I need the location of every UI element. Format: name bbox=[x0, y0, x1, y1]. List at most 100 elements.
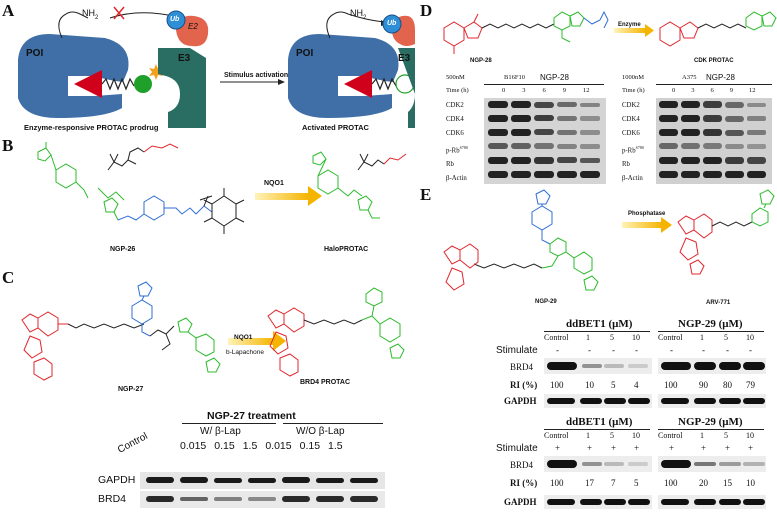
e2-dose-control-b: Control bbox=[658, 431, 683, 440]
e1-stim-4: - bbox=[635, 345, 638, 355]
warhead-triangle-left bbox=[74, 70, 102, 98]
dose-c-3: 1.5 bbox=[242, 440, 258, 452]
panel-e-structures bbox=[443, 189, 775, 291]
e1-dose-10-b: 10 bbox=[746, 333, 754, 342]
e1-stim-7: - bbox=[726, 345, 729, 355]
e1-ri-3: 5 bbox=[611, 380, 616, 390]
e1-ri-7: 80 bbox=[723, 380, 732, 390]
e-table-2: ddBET1 (μM) NGP-29 (μM) Control 1 5 10 C… bbox=[494, 416, 777, 516]
e3-shape-right bbox=[398, 48, 415, 128]
blot-d2: 1000nM A375 NGP-28 Time (h) 0 3 6 9 12 C… bbox=[622, 73, 774, 186]
d2-row-prb: p-RbS780 bbox=[622, 145, 644, 155]
d1-time-6: 6 bbox=[542, 87, 546, 94]
e1-rule2 bbox=[658, 331, 764, 332]
e1-stimulate-label: Stimulate bbox=[496, 345, 538, 356]
e3-ligand-ball-left bbox=[134, 75, 152, 93]
e2-brd4-bands bbox=[544, 456, 766, 472]
e1-dose-control-a: Control bbox=[544, 333, 569, 342]
e2-stim-3: + bbox=[611, 443, 617, 453]
e1-brd4-label: BRD4 bbox=[510, 362, 534, 372]
panel-letter-c: C bbox=[2, 268, 15, 287]
d1-row-prb: p-RbS780 bbox=[446, 145, 468, 155]
panel-letter-e: E bbox=[420, 185, 432, 204]
e2-ri-6: 20 bbox=[699, 478, 708, 488]
d2-time-9: 9 bbox=[729, 87, 733, 94]
e1-group2: NGP-29 (μM) bbox=[678, 318, 743, 330]
blot-d2-labels: CDK2 CDK4 CDK6 p-RbS780 Rb β-Actin bbox=[622, 99, 644, 186]
nh2-label-left: NH2 bbox=[82, 8, 99, 21]
blot-d2-rule bbox=[656, 84, 772, 85]
nqo1-label-b: NQO1 bbox=[264, 180, 284, 187]
e3-label-left: E3 bbox=[178, 53, 191, 64]
e3-shape-left bbox=[158, 48, 206, 128]
panel-d-structures bbox=[443, 10, 777, 54]
e2-group2: NGP-29 (μM) bbox=[678, 416, 743, 428]
blot-d1-conc: 500nM bbox=[446, 74, 465, 81]
e1-dose-5-a: 5 bbox=[610, 333, 614, 342]
e2-ri-8: 10 bbox=[746, 478, 755, 488]
blot-d1-times: 0 3 6 9 12 bbox=[502, 87, 590, 94]
ngp27-blot-bands bbox=[146, 477, 378, 502]
dose-c-5: 0.15 bbox=[299, 440, 321, 452]
d1-row-cdk4: CDK4 bbox=[446, 116, 464, 123]
e1-ri-5: 100 bbox=[664, 380, 678, 390]
panel-letter-d: D bbox=[420, 1, 433, 20]
blot-d2-times: 0 3 6 9 12 bbox=[672, 87, 756, 94]
blot-d2-time-label: Time (h) bbox=[622, 87, 645, 94]
e2-stim-2: + bbox=[587, 443, 593, 453]
e2-ri-1: 100 bbox=[550, 478, 564, 488]
e1-stim-2: - bbox=[588, 345, 591, 355]
nh2-label-right: NH2 bbox=[350, 8, 367, 21]
caption-prodrug: Enzyme-responsive PROTAC prodrug bbox=[24, 123, 159, 132]
brd4-label-c: BRD4 bbox=[98, 493, 127, 505]
e1-stim-8: - bbox=[749, 345, 752, 355]
e2-dose-1-b: 1 bbox=[700, 431, 704, 440]
enzyme-label-d: Enzyme bbox=[618, 22, 641, 28]
blot-d1-labels: CDK2 CDK4 CDK6 p-RbS780 Rb β-Actin bbox=[446, 99, 468, 186]
d2-time-12: 12 bbox=[749, 87, 756, 94]
ub-circle-right bbox=[382, 14, 402, 34]
control-label-c: Control bbox=[116, 430, 150, 456]
e1-stim-1: - bbox=[556, 345, 559, 355]
e2-rule2 bbox=[658, 429, 764, 430]
blot-d1-time-label: Time (h) bbox=[446, 87, 469, 94]
stimulus-activation-label: Stimulus activation bbox=[224, 72, 289, 79]
d1-time-3: 3 bbox=[522, 87, 526, 94]
without-blap-label: W/O β-Lap bbox=[296, 426, 345, 437]
e1-stim-5: - bbox=[670, 345, 673, 355]
phosphatase-label: Phosphatase bbox=[628, 211, 666, 217]
dose-c-6: 1.5 bbox=[328, 440, 343, 452]
e2-gapdh-label: GAPDH bbox=[504, 497, 537, 507]
e1-brd4-bands bbox=[544, 358, 766, 374]
blot-d1-cell: B16F10 bbox=[504, 74, 525, 81]
warhead-triangle-right bbox=[344, 70, 372, 98]
dose-row-c: 0.015 0.15 1.5 0.015 0.15 1.5 bbox=[180, 440, 343, 452]
e1-ri-1: 100 bbox=[550, 380, 564, 390]
gapdh-label-c: GAPDH bbox=[98, 474, 136, 486]
e1-dose-1-b: 1 bbox=[700, 333, 704, 342]
panel-b-structures bbox=[37, 142, 407, 234]
dose-c-1: 0.015 bbox=[180, 440, 207, 452]
e2-dose-5-b: 5 bbox=[724, 431, 728, 440]
d1-row-cdk6: CDK6 bbox=[446, 130, 464, 137]
e2-ri-3: 7 bbox=[611, 478, 616, 488]
blot-d1-bands bbox=[484, 98, 606, 184]
e1-gapdh-bands bbox=[544, 394, 766, 408]
e1-rule1 bbox=[544, 331, 650, 332]
e1-stim-3: - bbox=[612, 345, 615, 355]
e2-dose-1-a: 1 bbox=[586, 431, 590, 440]
ngp27-label: NGP-27 bbox=[118, 386, 144, 393]
e1-ri-6: 90 bbox=[699, 380, 708, 390]
trigger-star-icon bbox=[149, 64, 163, 80]
e2-stim-1: + bbox=[555, 443, 561, 453]
d1-time-12: 12 bbox=[583, 87, 590, 94]
arv771-label: ARV-771 bbox=[706, 300, 731, 306]
e1-ri-label: RI (%) bbox=[510, 380, 538, 390]
e1-group1: ddBET1 (μM) bbox=[566, 318, 633, 330]
e1-gapdh-label: GAPDH bbox=[504, 396, 537, 406]
d2-time-6: 6 bbox=[710, 87, 714, 94]
e1-ri-8: 79 bbox=[746, 380, 755, 390]
cdk-protac-label: CDK PROTAC bbox=[694, 58, 734, 64]
e2-stim-4: + bbox=[634, 443, 640, 453]
e2-rule1 bbox=[544, 429, 650, 430]
